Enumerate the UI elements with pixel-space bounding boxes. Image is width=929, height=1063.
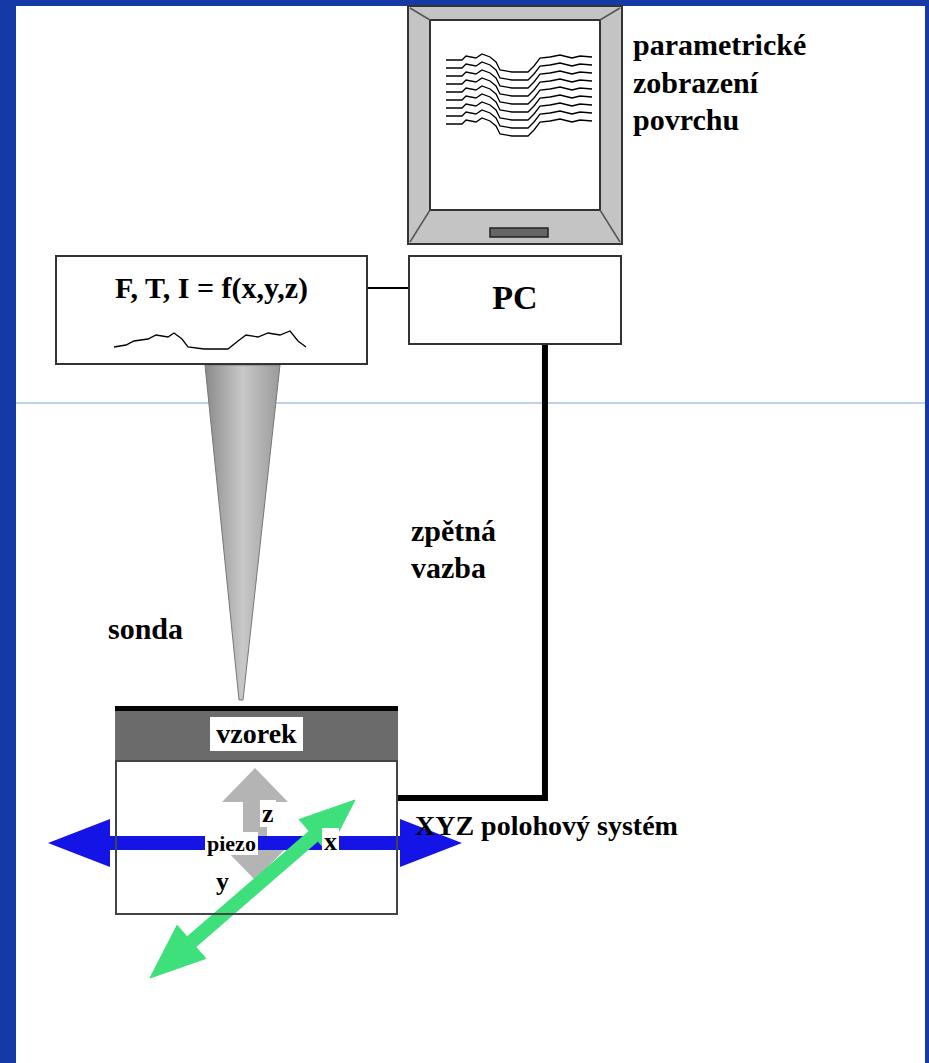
profile-line: [446, 78, 592, 96]
pc-box: PC: [408, 255, 622, 345]
profile-line: [446, 110, 592, 128]
profile-line: [446, 94, 592, 112]
profile-line: [446, 118, 592, 136]
x-arrow: [48, 819, 462, 867]
probe-tip: [205, 365, 280, 700]
profile-line: [446, 70, 592, 88]
profile-line: [446, 86, 592, 104]
sample-label: vzorek: [210, 717, 302, 751]
probe-label: sonda: [108, 610, 183, 648]
guide-line: [16, 403, 925, 404]
profile-line: [446, 62, 592, 80]
slide-frame-right: [925, 0, 929, 1063]
signal-box: F, T, I = f(x,y,z): [55, 255, 368, 365]
axis-label: x: [322, 828, 339, 855]
feedback-line: [398, 345, 545, 798]
signal-trace: [112, 317, 312, 357]
profile-line: [446, 102, 592, 120]
signal-wire: [368, 287, 408, 289]
sample-layer: vzorek: [115, 706, 398, 760]
surface-profiles: [446, 54, 592, 136]
edge-label: zpětná vazba: [411, 512, 531, 587]
piezo-label: piezo: [205, 832, 258, 855]
monitor: [408, 6, 622, 244]
screen-caption: parametrické zobrazení povrchu: [633, 26, 868, 139]
axis-label: y: [214, 868, 231, 895]
profile-line: [446, 54, 592, 72]
stage-label: XYZ polohový systém: [415, 810, 678, 842]
box-text: F, T, I = f(x,y,z): [115, 271, 308, 305]
axis-label: z: [260, 800, 276, 827]
y-arrow: [150, 800, 355, 978]
box-text: PC: [492, 279, 537, 317]
slide-frame-left: [0, 0, 16, 1063]
